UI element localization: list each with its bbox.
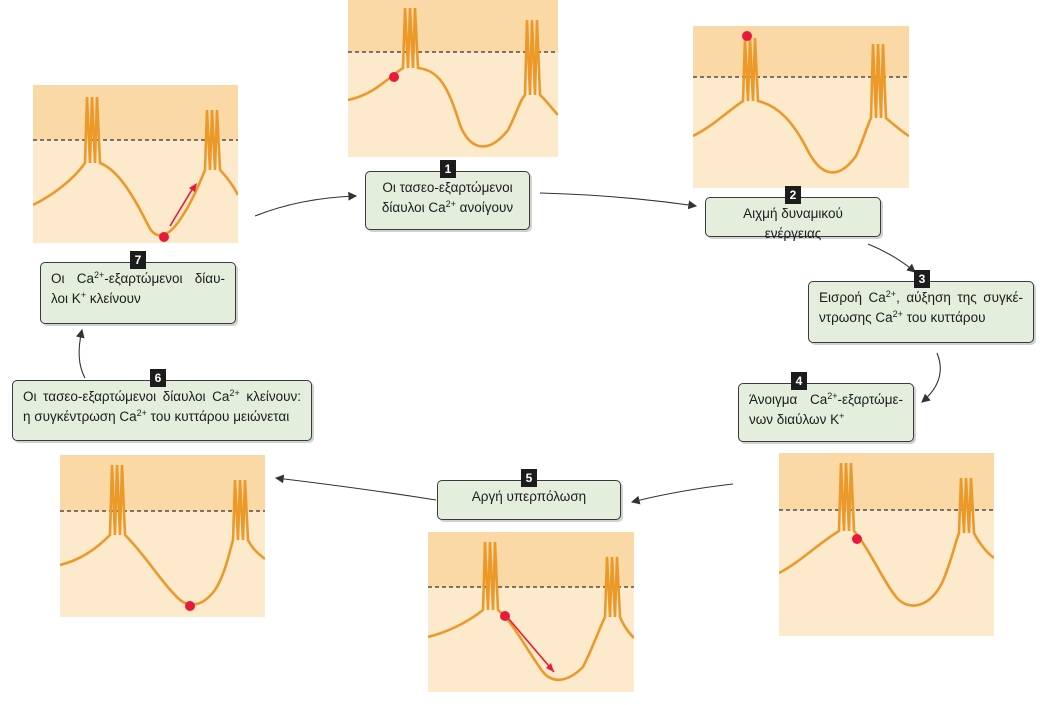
step-box-1: 1 Οι τασεο-εξαρτώμενοι δίαυλοι Ca2+ ανοί… [365, 160, 530, 230]
arrow-6-to-7 [75, 328, 86, 379]
arrow-3-to-4 [921, 352, 941, 403]
step-6-line-1: Οι τασεο-εξαρτώμενοι δίαυλοι Ca2+ κλείνο… [23, 388, 301, 405]
state-marker-dot [159, 232, 169, 242]
arrow-1-to-2 [539, 192, 698, 210]
panel-step-7 [33, 85, 238, 243]
superscript: 2+ [229, 388, 240, 398]
step-7-line-2: λοι K+ κλείνουν [51, 290, 141, 307]
step-box-6: 6 Οι τασεο-εξαρτώμενοι δίαυλοι Ca2+ κλεί… [12, 369, 312, 441]
arrow-5-to-6 [274, 474, 437, 501]
superscript: 2+ [892, 309, 903, 319]
state-marker-dot [742, 31, 752, 41]
step-number-6: 6 [150, 369, 166, 387]
superscript: 2+ [136, 408, 147, 418]
step-box-7: 7 Οι Ca2+-εξαρτώμενοι δίαυ- λοι K+ κλείν… [40, 251, 236, 324]
membrane-potential-trace-4 [779, 453, 994, 636]
superscript: 2+ [827, 391, 838, 401]
step-box-2: 2 Αιχμή δυναμικού ενέργειας [705, 186, 881, 241]
trend-arrow-up [169, 187, 194, 227]
membrane-potential-trace-2 [693, 26, 909, 188]
step-box-4: 4 Άνοιγμα Ca2+-εξαρτώμε- νων διαύλων K+ [738, 372, 914, 442]
superscript: + [839, 411, 845, 421]
step-3-line-2: ντρωσης Ca2+ του κυττάρου [819, 309, 986, 326]
step-2-line-1: Αιχμή δυναμικού ενέργειας [743, 206, 843, 241]
panel-step-6 [60, 455, 265, 617]
step-1-line-1: Οι τασεο-εξαρτώμενοι [382, 180, 513, 195]
superscript: 2+ [94, 270, 105, 280]
step-4-line-1: Άνοιγμα Ca2+-εξαρτώμε- [749, 391, 903, 408]
superscript: + [80, 290, 87, 300]
step-7-line-1: Οι Ca2+-εξαρτώμενοι δίαυ- [51, 270, 225, 287]
panel-step-4 [779, 453, 994, 636]
panel-step-2 [693, 26, 909, 188]
step-5-line-1: Αργή υπερπόλωση [471, 489, 587, 504]
step-number-4: 4 [791, 372, 807, 390]
step-box-3: 3 Εισροή Ca2+, αύξηση της συγκέ- ντρωσης… [808, 270, 1034, 343]
step-4-line-2: νων διαύλων K+ [749, 411, 845, 428]
step-3-line-1: Εισροή Ca2+, αύξηση της συγκέ- [819, 289, 1023, 306]
membrane-potential-trace-1 [348, 0, 558, 157]
panel-step-5 [428, 532, 634, 692]
membrane-potential-trace-7 [33, 85, 238, 243]
state-marker-dot [389, 72, 399, 82]
step-number-2: 2 [785, 186, 801, 204]
step-number-3: 3 [914, 270, 930, 288]
state-marker-dot [852, 534, 862, 544]
state-marker-dot [500, 611, 510, 621]
panel-step-1 [348, 0, 558, 157]
step-1-line-2: δίαυλοι Ca2+ ανοίγουν [381, 199, 514, 216]
membrane-potential-trace-5 [428, 532, 634, 692]
arrow-7-to-1 [254, 191, 358, 217]
arrow-4-to-5 [630, 483, 734, 505]
step-box-5: 5 Αργή υπερπόλωση [437, 469, 621, 520]
superscript: 2+ [445, 199, 456, 209]
step-6-line-2: η συγκέντρωση Ca2+ του κυττάρου μειώνετα… [23, 408, 290, 425]
step-number-5: 5 [521, 469, 537, 487]
trend-arrow-down [507, 617, 555, 673]
arrow-2-to-3 [867, 243, 916, 273]
step-number-1: 1 [440, 160, 456, 178]
step-number-7: 7 [130, 251, 146, 269]
superscript: 2+ [885, 289, 897, 299]
membrane-potential-trace-6 [60, 455, 265, 617]
state-marker-dot [185, 601, 195, 611]
